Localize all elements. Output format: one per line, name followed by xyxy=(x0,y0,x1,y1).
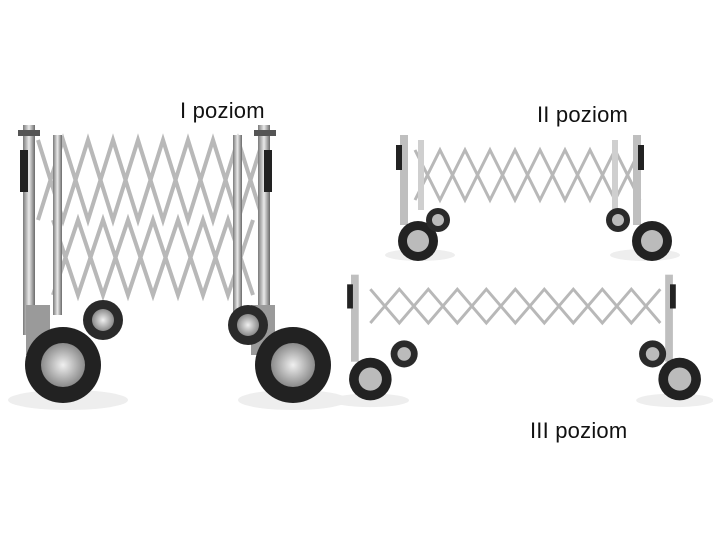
level-2-label: II poziom xyxy=(537,102,629,127)
trolley-level-1-image xyxy=(8,125,348,410)
trolley-level-3-image xyxy=(331,274,713,408)
level-3-label: III poziom xyxy=(530,418,628,443)
trolley-level-2-image xyxy=(385,135,680,261)
level-1-label: I poziom xyxy=(180,98,265,123)
